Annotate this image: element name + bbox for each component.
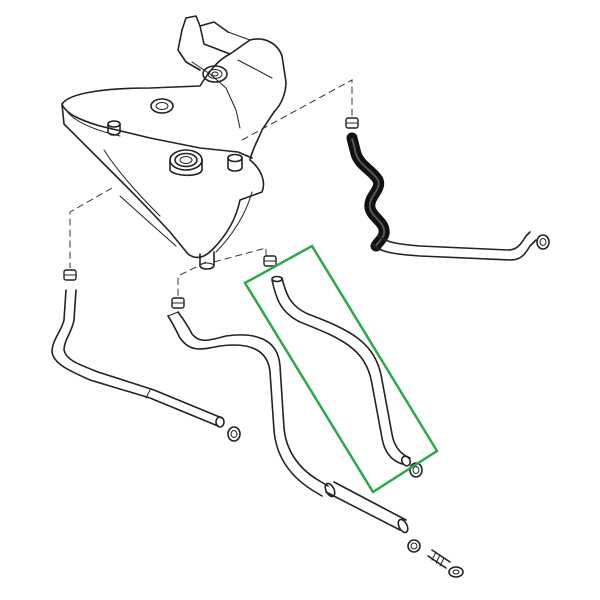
bleed-valve[interactable] [407, 539, 464, 578]
top-right-hose[interactable] [345, 117, 550, 261]
center-hose[interactable] [167, 297, 410, 534]
hose-clip[interactable] [263, 255, 277, 267]
hose-clip[interactable] [171, 297, 185, 309]
expansion-tank[interactable] [61, 15, 287, 270]
left-hose[interactable] [51, 269, 241, 442]
hose-clip[interactable] [63, 269, 77, 281]
leader-lines [69, 79, 353, 298]
hose-clip[interactable] [345, 117, 359, 129]
selection-highlight-frame [243, 244, 439, 494]
highlighted-hose[interactable] [263, 255, 423, 478]
